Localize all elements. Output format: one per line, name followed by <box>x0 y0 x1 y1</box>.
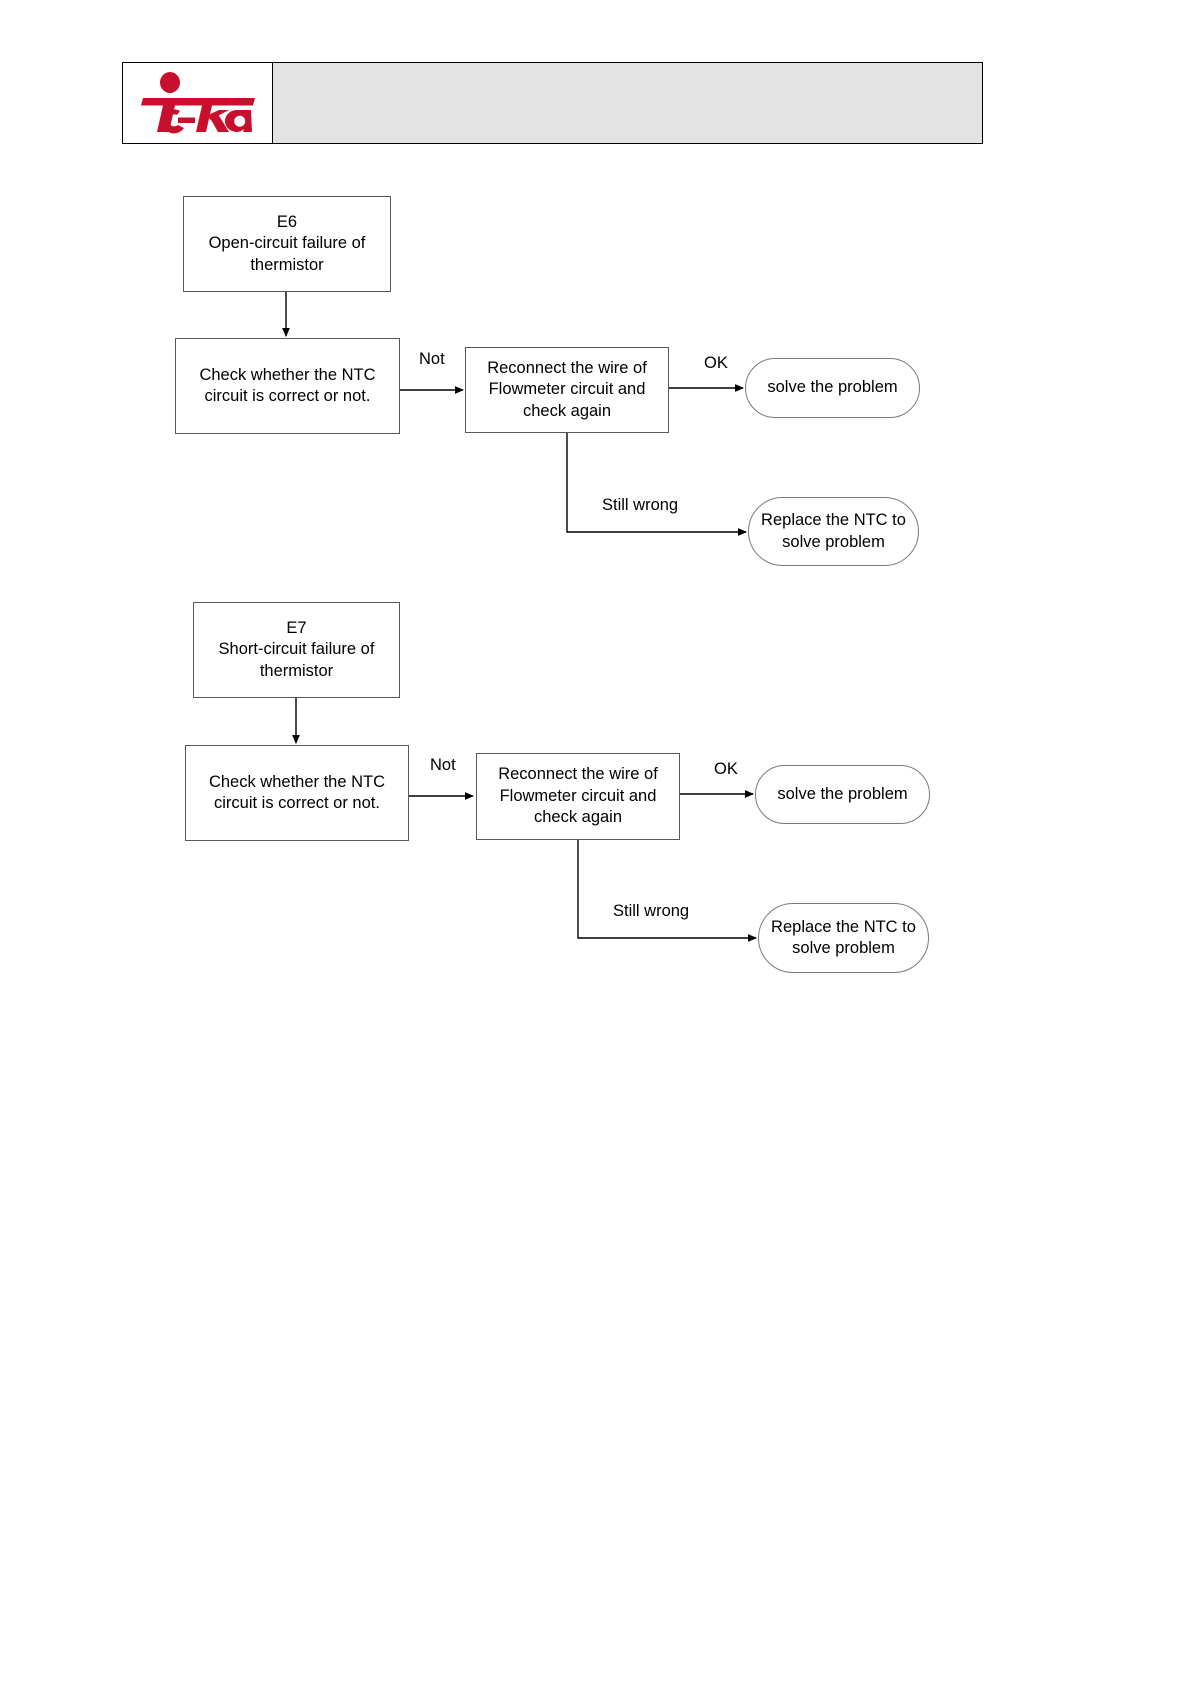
e6-start-desc-line1: Open-circuit failure of <box>208 234 366 253</box>
e7-action-line2: Flowmeter circuit and <box>499 786 657 805</box>
e7-action-line1: Reconnect the wire of <box>498 765 658 784</box>
e7-outcome-ok-label: solve the problem <box>777 784 908 803</box>
header-blank-cell <box>273 63 982 143</box>
e6-action-line2: Flowmeter circuit and <box>488 380 646 399</box>
e7-outcome-fail-line2: solve problem <box>792 939 895 957</box>
e6-action-line1: Reconnect the wire of <box>487 358 647 377</box>
e6-outcome-fail-line2: solve problem <box>782 532 885 551</box>
e7-start-desc-line1: Short-circuit failure of <box>218 640 375 659</box>
e6-edge-label-still-wrong: Still wrong <box>602 496 679 514</box>
e6-decision-box[interactable]: Check whether the NTC circuit is correct… <box>175 338 400 434</box>
e7-action-line3: check again <box>533 808 623 827</box>
e7-action-box[interactable]: Reconnect the wire of Flowmeter circuit … <box>476 753 680 840</box>
e7-edge-label-still-wrong: Still wrong <box>613 902 690 920</box>
e6-edge-label-ok: OK <box>704 354 728 372</box>
e6-edge-label-not: Not <box>419 350 445 368</box>
e6-action-box[interactable]: Reconnect the wire of Flowmeter circuit … <box>465 347 669 433</box>
header-logo-cell <box>123 63 273 143</box>
e7-decision-box[interactable]: Check whether the NTC circuit is correct… <box>185 745 409 841</box>
e6-start-desc-line2: thermistor <box>250 255 324 274</box>
e6-outcome-ok-pill[interactable]: solve the problem <box>745 358 920 418</box>
e7-outcome-ok-pill[interactable]: solve the problem <box>755 765 930 824</box>
e6-outcome-fail-pill[interactable]: Replace the NTC to solve problem <box>748 497 919 566</box>
e6-action-line3: check again <box>522 401 612 420</box>
e7-decision-line2: circuit is correct or not. <box>214 794 380 812</box>
e6-decision-line1: Check whether the NTC <box>199 365 376 384</box>
e6-start-box[interactable]: E6 Open-circuit failure of thermistor <box>183 196 391 292</box>
teka-logo-icon <box>141 72 255 134</box>
e6-outcome-fail-line1: Replace the NTC to <box>761 511 906 530</box>
e7-edge-label-ok: OK <box>714 760 738 778</box>
e6-decision-line2: circuit is correct or not. <box>204 387 371 405</box>
e6-outcome-ok-label: solve the problem <box>767 378 898 397</box>
e7-start-box[interactable]: E7 Short-circuit failure of thermistor <box>193 602 400 698</box>
e6-start-code: E6 <box>276 212 298 231</box>
document-header <box>122 62 983 144</box>
e7-outcome-fail-line1: Replace the NTC to <box>771 917 916 936</box>
e7-start-desc-line2: thermistor <box>259 661 334 680</box>
e7-edge-label-not: Not <box>430 756 456 774</box>
e7-decision-line1: Check whether the NTC <box>208 772 386 791</box>
e7-start-code: E7 <box>286 618 307 637</box>
e7-outcome-fail-pill[interactable]: Replace the NTC to solve problem <box>758 903 929 973</box>
